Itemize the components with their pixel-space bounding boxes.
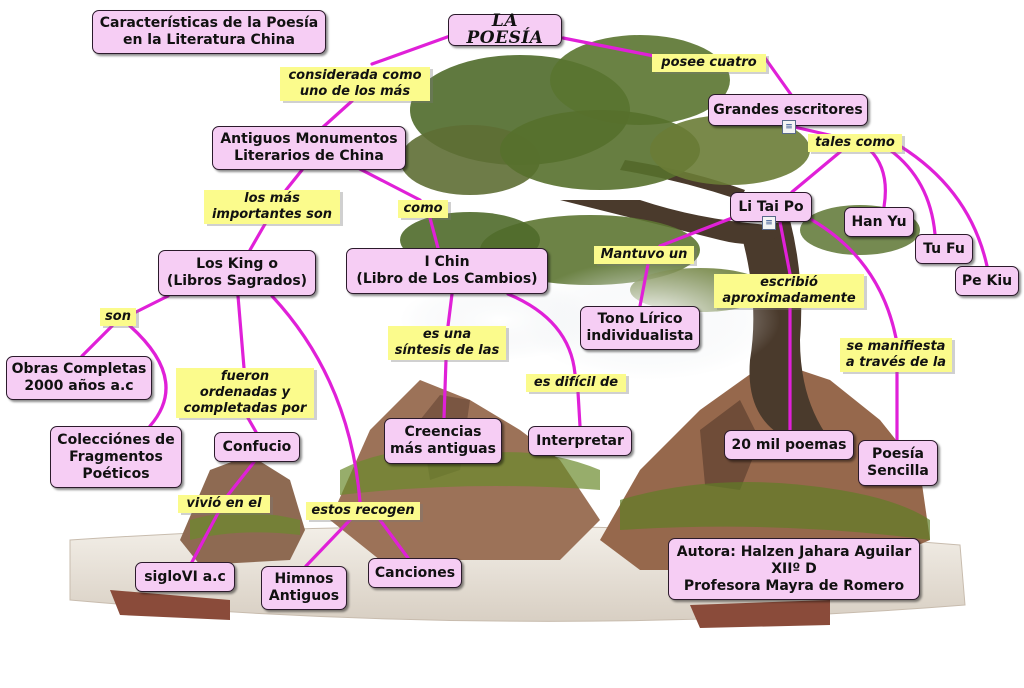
link-litaipo-manifiesta [810,218,898,340]
node-himnos[interactable]: Himnos Antiguos [261,566,347,610]
link-tales-pekiu [898,144,989,268]
link-tales-tufu [888,148,937,236]
header-topic[interactable]: Características de la Poesía en la Liter… [92,10,326,54]
node-siglo-vi[interactable]: sigloVI a.c [135,562,235,592]
phrase-escribio: escribió aproximadamente [714,274,864,308]
link-tales-hanyu [868,148,887,209]
node-pe-kiu[interactable]: Pe Kiu [955,266,1019,296]
phrase-son: son [100,308,136,326]
phrase-es-dificil: es difícil de [526,374,626,392]
node-interpretar[interactable]: Interpretar [528,426,632,456]
link-confucio-vivio [226,460,256,497]
phrase-posee: posee cuatro [652,54,766,72]
link-recogen-himnos [304,518,352,568]
link-son-obras [80,324,114,358]
link-tales-litaipo [790,150,842,194]
link-recogen-canciones [378,518,410,560]
node-i-chin[interactable]: I Chin (Libro de Los Cambios) [346,248,548,294]
node-antiguos-monumentos[interactable]: Antiguos Monumentos Literarios de China [212,126,406,170]
link-litaipo-mantuvo [658,216,734,248]
link-considerada-antiguos [320,99,354,130]
phrase-es-una: es una síntesis de las [388,326,506,360]
node-confucio[interactable]: Confucio [214,432,300,462]
link-vivio-siglo [190,511,220,564]
node-han-yu[interactable]: Han Yu [844,207,914,237]
link-fueron-confucio [246,416,258,434]
main-topic[interactable]: LA POESÍA [448,13,562,47]
node-obras-completas[interactable]: Obras Completas 2000 años a.c [6,356,152,400]
phrase-vivio: vivió en el [178,495,270,513]
link-antiguos-losmas [284,168,304,192]
phrase-mantuvo: Mantuvo un [594,246,694,264]
link-losking-fueron [236,294,246,370]
link-esuna-creencias [442,358,448,420]
node-tono-lirico[interactable]: Tono Lírico individualista [580,306,700,350]
node-autora[interactable]: Autora: Halzen Jahara Aguilar XIIº D Pro… [668,538,920,600]
node-canciones[interactable]: Canciones [368,558,462,588]
node-tu-fu[interactable]: Tu Fu [915,234,973,264]
phrase-estos-recogen: estos recogen [306,502,420,520]
link-litaipo-escribio [778,220,792,276]
link-como-ichin [428,216,440,250]
node-los-king[interactable]: Los King o (Libros Sagrados) [158,250,316,296]
phrase-fueron: fueron ordenadas y completadas por [176,368,314,418]
link-son-colecciones [128,324,168,428]
node-20-mil-poemas[interactable]: 20 mil poemas [724,430,854,460]
link-posee-grandes [763,56,794,98]
node-colecciones[interactable]: Colecciónes de Fragmentos Poéticos [50,426,182,488]
link-losking-recogen [270,294,362,504]
node-poesia-sencilla[interactable]: Poesía Sencilla [858,440,938,486]
note-icon[interactable]: ≡ [782,120,796,134]
link-title-posee [561,36,656,58]
note-icon[interactable]: ≡ [762,216,776,230]
phrase-considerada: considerada como uno de los más [280,67,430,101]
link-ichin-esuna [446,292,454,328]
node-creencias[interactable]: Creencias más antiguas [384,418,502,464]
phrase-se-manifiesta: se manifiesta a través de la [840,338,952,372]
phrase-como: como [398,200,448,218]
link-mantuvo-tono [638,262,650,308]
link-antiguos-como [356,166,422,202]
link-losmas-losking [248,222,267,252]
phrase-tales-como: tales como [808,134,902,152]
phrase-los-mas: los más importantes son [204,190,340,224]
link-title-considerada [370,34,452,66]
link-esdificil-interpretar [576,390,582,428]
link-ichin-esdificil [506,292,577,376]
